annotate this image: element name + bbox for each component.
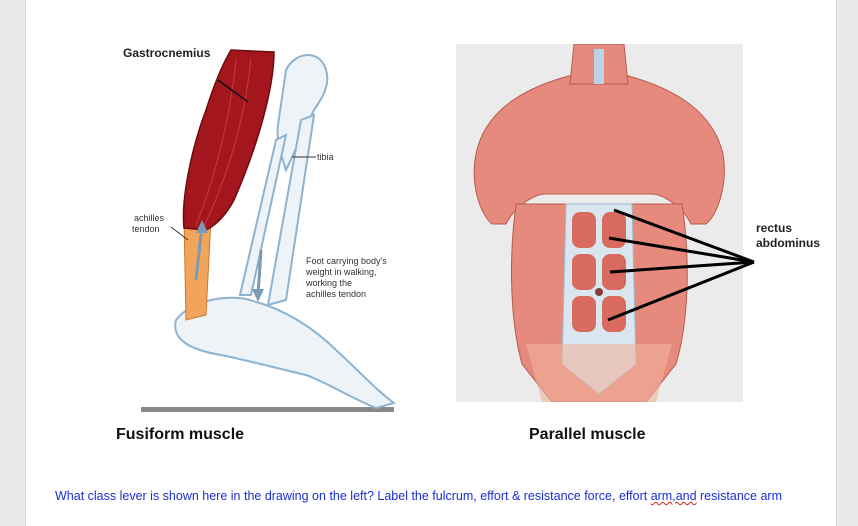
torso-illustration [473,44,725,402]
leg-illustration [141,49,397,412]
gastrocnemius-label: Gastrocnemius [123,46,211,60]
note-line-1: Foot carrying body's [306,256,387,266]
foot-bones [174,296,397,410]
question-part1: What class lever is shown here in the dr… [55,489,651,503]
fibula-bone [238,133,288,296]
achilles-label-line2: tendon [132,224,160,234]
tendon-arrow [194,224,204,281]
tibia-arrow [256,249,263,296]
achilles-label-line1: achilles [134,213,165,223]
gastrocnemius-leader [217,79,249,103]
fusiform-caption: Fusiform muscle [116,426,245,443]
question-spellcheck-word: arm,and [650,489,697,503]
tibia-bone [266,113,316,307]
tibia-label: tibia [317,152,334,162]
rectus-label-line2: abdominus [756,236,821,250]
question-text: What class lever is shown here in the dr… [55,489,795,504]
note-line-2: weight in walking, [306,267,377,277]
achilles-leader [170,226,189,241]
ground-bar [141,407,394,412]
note-line-3: working the [306,278,353,288]
rectus-label-line1: rectus [756,221,793,235]
question-part2: resistance arm [696,489,782,503]
parallel-caption: Parallel muscle [529,426,646,443]
note-line-4: achilles tendon [306,289,367,299]
document-page: Gastrocnemius tibia achilles tendon Foot… [25,0,837,526]
rectus-pointer-lines [607,208,755,322]
